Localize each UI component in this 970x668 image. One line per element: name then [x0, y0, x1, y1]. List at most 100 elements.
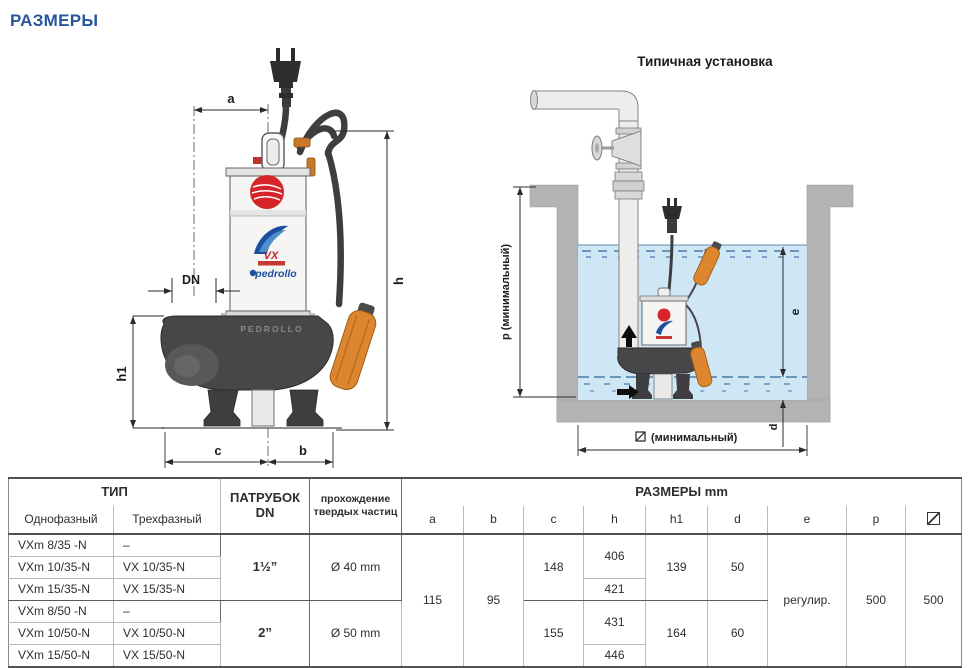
installation-title: Типичная установка — [637, 54, 773, 69]
dimension-h: h — [332, 130, 406, 431]
dimension-c: c — [164, 432, 334, 468]
pedrollo-logo-text: pedrollo — [254, 268, 297, 280]
dimension-a-label: a — [227, 91, 235, 106]
table-row: VXm 15/50-N VX 15/50-N 446 — [8, 644, 962, 668]
dimension-d: d — [768, 400, 786, 447]
header-dim-p: p — [846, 506, 907, 535]
pump-foot-right — [286, 389, 324, 427]
casing-brand-text: PEDROLLO — [240, 324, 303, 334]
header-dim-min-width — [905, 506, 963, 535]
dim-h1-value: 164 — [645, 600, 709, 668]
motor-band — [230, 210, 306, 216]
header-single-phase: Однофазный — [8, 506, 114, 535]
pump-plug-icon — [662, 198, 682, 233]
table-row: VXm 8/35 -N – 1½” Ø 40 mm 115 95 148 406… — [8, 533, 963, 668]
port-dn-value: 2” — [220, 600, 311, 668]
discharge-elbow — [532, 90, 639, 124]
header-dimensions: РАЗМЕРЫ mm — [401, 477, 963, 506]
dim-c-value: 148 — [523, 533, 585, 601]
sump-right-wall — [806, 184, 854, 423]
vx-wave-logo: VX — [254, 225, 288, 266]
float-switch-lower — [690, 341, 713, 388]
gate-valve — [591, 127, 645, 200]
square-diagonal-icon — [635, 431, 646, 442]
model-single: VXm 10/50-N — [8, 622, 114, 645]
pump-foot-center — [251, 389, 275, 427]
model-three: VX 10/35-N — [112, 556, 222, 579]
model-three: VX 10/50-N — [112, 622, 222, 645]
red-fan-logo-rays — [251, 184, 283, 201]
header-dim-e: e — [767, 506, 848, 535]
model-single: VXm 8/50 -N — [8, 600, 114, 623]
installation-drawing: p (минимальный) e d (минимальный) — [500, 90, 854, 456]
dimension-min-width-label: (минимальный) — [651, 432, 738, 444]
carry-handle-slot — [266, 138, 280, 166]
dimension-p: p (минимальный) — [500, 186, 576, 398]
dimension-dn: DN — [148, 273, 240, 303]
solids-value: Ø 40 mm — [309, 533, 403, 601]
dim-h-value: 421 — [583, 578, 647, 601]
pump-logo-bar-small — [656, 336, 672, 339]
dimension-min-width: (минимальный) — [577, 425, 808, 456]
header-dim-d: d — [707, 506, 769, 535]
header-dim-c: c — [523, 506, 585, 535]
model-three: VX 15/35-N — [112, 578, 222, 601]
float-switch-upper — [693, 241, 722, 286]
square-diagonal-icon — [927, 512, 941, 526]
pump-flange-small — [639, 295, 689, 302]
dim-h-value: 446 — [583, 644, 647, 668]
vx-logo-text: VX — [264, 250, 279, 262]
sump-left-wall — [529, 184, 579, 423]
dimension-e: e — [780, 247, 802, 377]
header-dim-h: h — [583, 506, 647, 535]
float-cable-lower — [685, 304, 702, 349]
flow-arrow-up — [621, 325, 637, 347]
header-solids: прохождение твердых частиц — [309, 477, 403, 535]
table-row: VXm 10/50-N VX 10/50-N — [8, 622, 962, 645]
header-dim-a: a — [401, 506, 465, 535]
dimension-e-label: e — [788, 308, 802, 315]
cable-clamp — [293, 137, 311, 148]
header-solids-line2: твердых частиц — [313, 506, 398, 518]
red-fan-logo — [250, 175, 284, 209]
dim-d-value: 60 — [707, 600, 769, 668]
model-single: VXm 15/50-N — [8, 644, 114, 668]
dimension-d-label: d — [768, 424, 780, 431]
pump-logo-blue-small — [656, 320, 673, 335]
pump-foot-small-right — [673, 374, 693, 399]
pump-foot-small-center — [653, 373, 673, 400]
header-dim-h1: h1 — [645, 506, 709, 535]
dim-min-width-value: 500 — [905, 533, 963, 668]
pump-volute-small — [617, 347, 702, 375]
pump-dimension-drawing: VX pedrollo PEDROLLO a — [114, 48, 406, 468]
model-three: VX 15/50-N — [112, 644, 222, 668]
power-plug-icon — [270, 48, 301, 107]
dimension-h1-label: h1 — [114, 366, 129, 381]
dimension-p-label: p (минимальный) — [500, 244, 512, 340]
dim-a-value: 115 — [401, 533, 465, 668]
header-type: ТИП — [7, 477, 222, 506]
dimension-a: a — [194, 91, 268, 113]
header-solids-line1: прохождение — [320, 492, 391, 505]
dimension-c-label: c — [214, 443, 221, 458]
sump-floor — [556, 399, 831, 423]
header-port: ПАТРУБОК DN — [220, 477, 311, 535]
flow-arrow-right — [617, 385, 639, 399]
dimension-b-label: b — [299, 443, 307, 458]
model-single: VXm 15/35-N — [8, 578, 114, 601]
header-dim-b: b — [463, 506, 525, 535]
model-single: VXm 8/35 -N — [8, 533, 114, 557]
model-three: – — [112, 600, 222, 623]
header-three-phase: Трехфазный — [112, 506, 222, 535]
port-dn-value: 1½” — [220, 533, 311, 601]
pipe-open-end — [530, 90, 538, 110]
pump-logo-red-small — [657, 308, 671, 322]
header-port-line1: ПАТРУБОК — [230, 490, 301, 506]
float-switch — [329, 302, 377, 391]
dim-d-value: 50 — [707, 533, 769, 601]
model-three: – — [112, 533, 222, 557]
volute-scroll-inner — [174, 355, 200, 377]
motor-top-flange — [225, 167, 311, 177]
dimension-h1: h1 — [114, 315, 164, 429]
